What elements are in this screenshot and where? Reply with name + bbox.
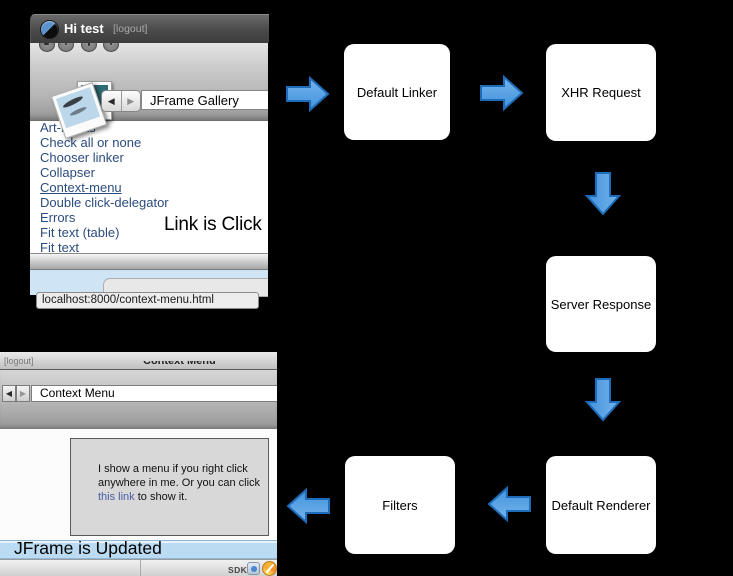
page-content: I show a menu if you right click anywher… [0, 429, 277, 540]
arrow-left-icon [286, 487, 330, 525]
this-link[interactable]: this link [98, 491, 135, 503]
context-menu-target-box[interactable]: I show a menu if you right click anywher… [70, 438, 269, 536]
clipped-window-title: Context Menu [143, 361, 216, 367]
update-banner-bar [0, 540, 277, 559]
app-logo-icon [40, 20, 59, 39]
arrow-right-icon [480, 74, 524, 112]
title-bar: Hi test [logout] [30, 14, 269, 43]
sdk-label: SDK [228, 565, 248, 575]
flow-node-filters: Filters [345, 456, 455, 554]
resize-bar [30, 253, 268, 270]
gallery-link[interactable]: Fit text [40, 240, 80, 253]
gallery-title-field[interactable]: JFrame Gallery [141, 90, 268, 110]
gallery-link[interactable]: Double click-delegator [40, 195, 169, 210]
logout-link[interactable]: [logout] [113, 23, 148, 35]
gallery-link[interactable]: Errors [40, 210, 76, 225]
flow-node-xhr-request: XHR Request [546, 44, 656, 141]
gallery-link[interactable]: Chooser linker [40, 150, 124, 165]
gallery-link-list: Art-inputs Check all or none Chooser lin… [40, 120, 169, 253]
forward-icon[interactable]: ▶ [16, 385, 30, 402]
browser-window-top: Hi test [logout] ◀ ▶ JFrame Gallery Art-… [30, 14, 269, 297]
gallery-link[interactable]: Check all or none [40, 135, 142, 150]
arrow-left-icon [487, 485, 531, 523]
toolbar: ◀ ▶ Context Menu [0, 369, 277, 430]
annotation-jframe-updated: JFrame is Updated [14, 538, 162, 558]
status-url-tooltip: localhost:8000/context-menu.html [36, 292, 259, 309]
page-title-field[interactable]: Context Menu [31, 385, 277, 402]
annotation-link-is-clicked: Link is Click [164, 214, 262, 235]
page-content: Art-inputs Check all or none Chooser lin… [30, 120, 268, 253]
gallery-link[interactable]: Collapser [40, 165, 95, 180]
back-icon[interactable]: ◀ [102, 91, 122, 111]
nav-buttons: ◀ ▶ [101, 90, 141, 112]
logout-link[interactable]: [logout] [4, 356, 34, 366]
gallery-link[interactable]: Fit text (table) [40, 225, 120, 240]
forward-icon[interactable]: ▶ [127, 96, 135, 106]
sdk-app-icon[interactable] [247, 562, 260, 575]
window-title: Hi test [64, 21, 104, 36]
flow-node-server-response: Server Response [546, 256, 656, 352]
sync-swirl-icon[interactable] [262, 561, 277, 576]
back-icon[interactable]: ◀ [2, 385, 16, 402]
status-divider [140, 560, 141, 576]
browser-window-bottom: [logout] Context Menu ◀ ▶ Context Menu I… [0, 352, 277, 576]
arrow-down-icon [584, 172, 622, 216]
toolbar: ◀ ▶ JFrame Gallery [30, 37, 268, 139]
arrow-down-icon [584, 378, 622, 422]
gallery-link-active[interactable]: Context-menu [40, 180, 122, 195]
flow-node-default-linker: Default Linker [344, 44, 450, 140]
status-bar: SDK [0, 559, 277, 576]
context-menu-text: I show a menu if you right click anywher… [98, 463, 261, 503]
arrow-right-icon [286, 75, 330, 113]
flow-node-default-renderer: Default Renderer [546, 456, 656, 554]
logout-bar: [logout] [0, 352, 277, 370]
